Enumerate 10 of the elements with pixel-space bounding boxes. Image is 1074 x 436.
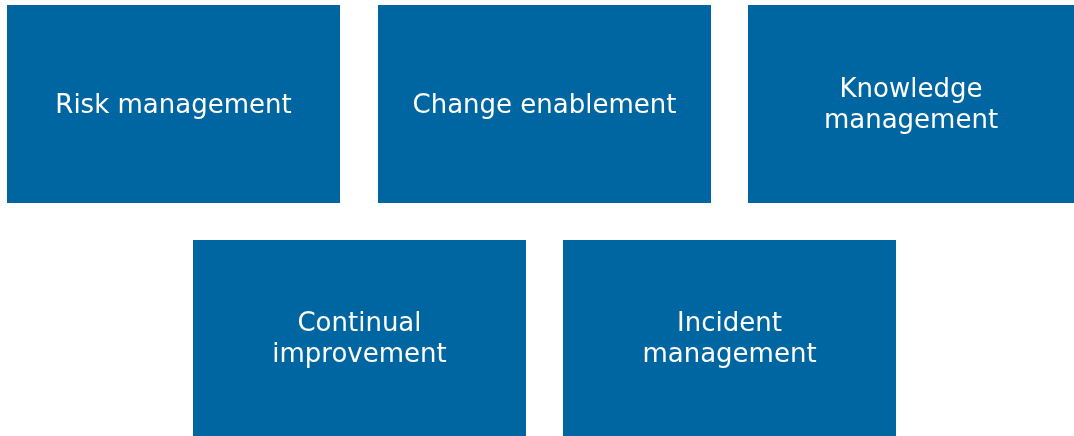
process-box <box>748 5 1074 203</box>
box-label: Incident management <box>641 307 818 369</box>
process-box <box>563 240 896 436</box>
box-label: Change enablement <box>412 88 677 120</box>
box-label: Risk management <box>55 88 292 120</box>
box-label: Knowledge management <box>822 73 1000 135</box>
process-box <box>193 240 526 436</box>
process-box <box>378 5 711 203</box>
box-label: Continual improvement <box>271 307 448 369</box>
process-box <box>7 5 340 203</box>
